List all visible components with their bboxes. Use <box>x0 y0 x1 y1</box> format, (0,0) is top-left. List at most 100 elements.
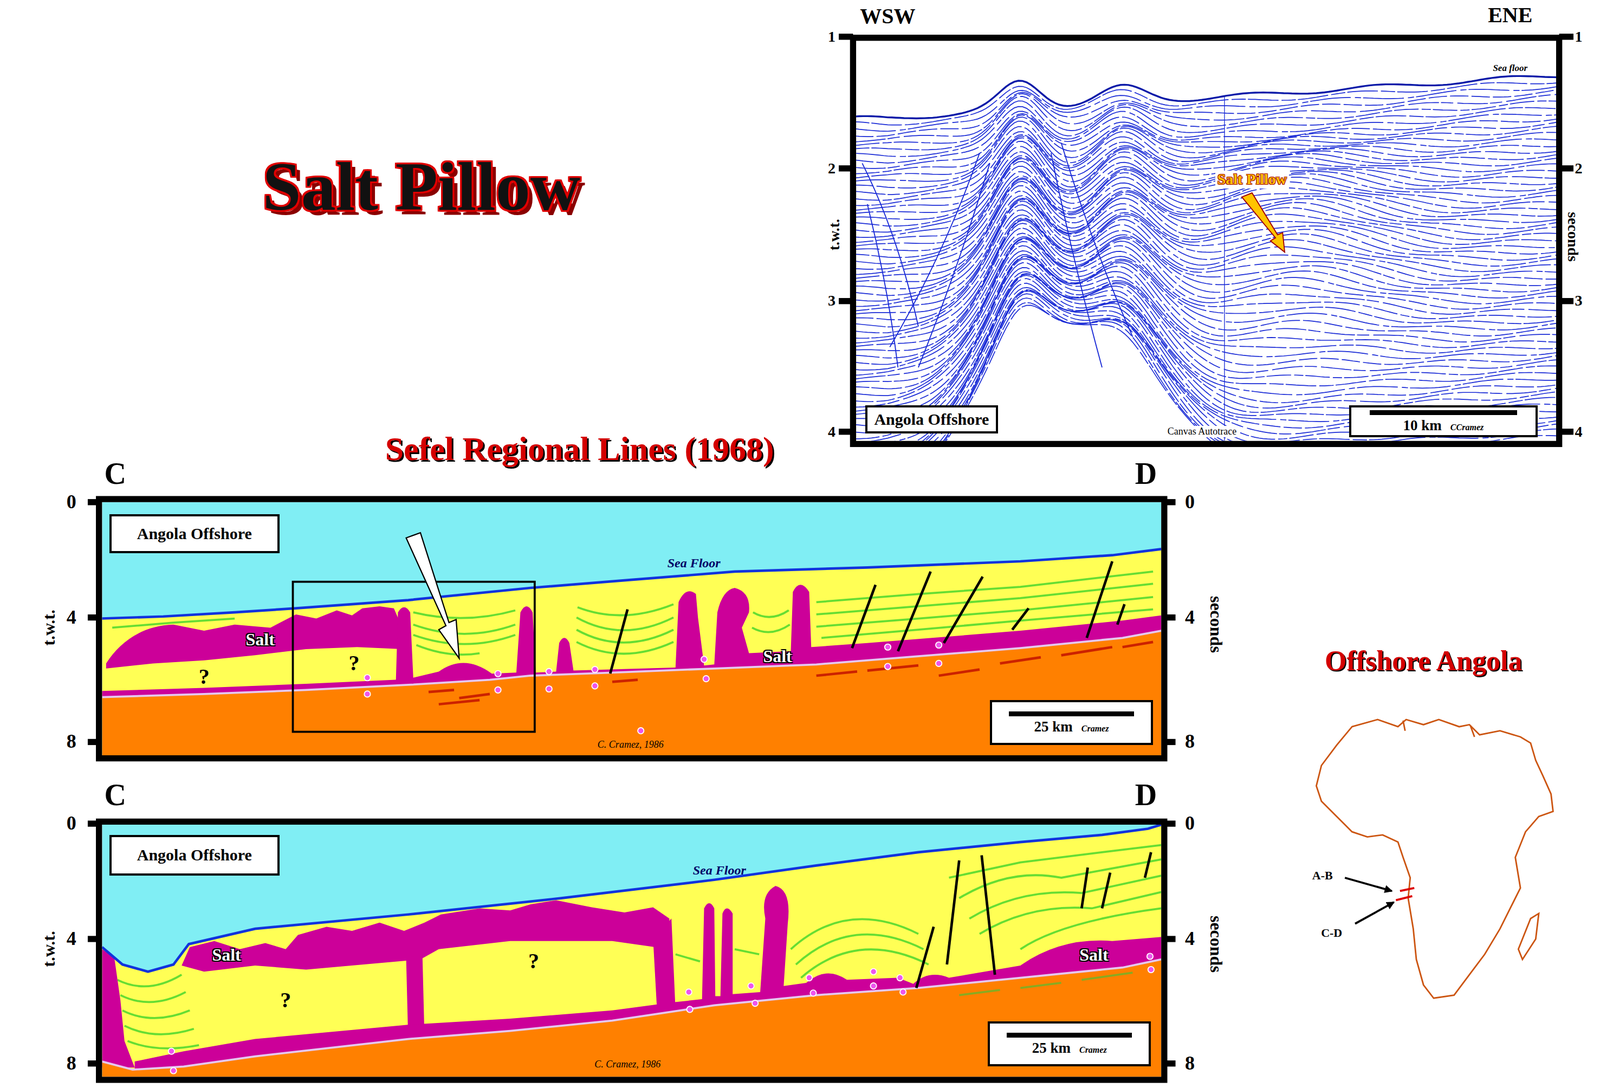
unit-label: Salt <box>762 646 792 667</box>
axis-number: 2 <box>1574 159 1583 178</box>
seismic-panel <box>838 33 1574 495</box>
reflector <box>856 287 1557 442</box>
reflector <box>856 302 1557 441</box>
reflector <box>856 161 1557 246</box>
reflector <box>856 135 1557 206</box>
unit-label: Salt <box>211 944 241 965</box>
reflector <box>856 289 1557 442</box>
scale-value: 10 km <box>1403 417 1442 434</box>
reflector <box>856 223 1557 347</box>
reflector <box>856 191 1557 289</box>
reflector <box>856 82 1557 126</box>
reflector <box>856 245 1557 382</box>
scale-row: 25 kmCramez <box>1032 1039 1107 1057</box>
reflector <box>856 217 1557 333</box>
reflector <box>856 305 1557 441</box>
reflector <box>856 220 1557 343</box>
author-tag: Cramez <box>1081 723 1110 734</box>
main-title: Salt Pillow <box>262 148 581 225</box>
reflector <box>856 209 1557 320</box>
axis-number: 8 <box>1184 730 1195 753</box>
reflector <box>856 228 1557 351</box>
axis-number: 0 <box>1184 490 1195 514</box>
axis-number: 8 <box>1184 1052 1195 1075</box>
axis-number: 4 <box>1184 927 1195 950</box>
line-end: D <box>1135 777 1157 813</box>
reflector <box>856 238 1557 371</box>
axis-title: seconds <box>1564 211 1582 262</box>
label-box: Angola Offshore <box>109 834 281 876</box>
reflector <box>856 114 1557 174</box>
reflector <box>856 239 1557 376</box>
reflector <box>856 198 1557 302</box>
axis-title: t.w.t. <box>39 609 60 646</box>
reflector <box>856 89 1557 137</box>
axis-number: 0 <box>66 812 77 835</box>
reflector <box>856 181 1557 279</box>
reflector <box>856 275 1557 442</box>
credit-note: C. Cramez, 1986 <box>597 739 664 751</box>
reflector <box>856 298 1557 442</box>
credit-note: Canvas Autotrace <box>1166 425 1239 438</box>
reflector <box>856 185 1557 282</box>
unknown-mark: ? <box>348 650 360 676</box>
line-end: C <box>104 777 127 813</box>
scale-bar <box>1008 711 1135 717</box>
reflector <box>856 137 1557 211</box>
label-box: Angola Offshore <box>109 514 281 554</box>
reflector <box>856 100 1557 150</box>
direction-label: WSW <box>859 3 916 29</box>
axis-number: 4 <box>1574 423 1583 441</box>
reflector <box>856 218 1557 339</box>
box-label: Angola Offshore <box>873 410 989 429</box>
unit-label: Salt <box>245 629 275 650</box>
axis-number: 3 <box>827 292 836 310</box>
unknown-mark: ? <box>528 948 540 974</box>
horizon-label: Sea Floor <box>667 555 721 572</box>
axis-title: seconds <box>1206 915 1227 973</box>
scale-box: 25 km Cramez <box>989 700 1153 746</box>
credit-note: C. Cramez, 1986 <box>594 1058 661 1071</box>
axis-number: 4 <box>827 423 836 441</box>
reflector <box>856 155 1557 232</box>
axis-number: 8 <box>66 730 77 753</box>
scale-box: 10 km CCramez <box>1349 405 1538 438</box>
axis-number: 1 <box>1574 28 1583 46</box>
label-box: Angola Offshore <box>865 405 999 434</box>
cross-section <box>87 499 1176 759</box>
line-id: A-B <box>1312 868 1333 883</box>
unknown-mark: ? <box>280 987 291 1013</box>
axis-title: t.w.t. <box>825 218 844 251</box>
reflector <box>856 111 1557 164</box>
seismic-diffractions <box>862 96 1225 442</box>
axis-number: 1 <box>827 28 836 46</box>
unknown-mark: ? <box>198 664 210 690</box>
author-tag: CCramez <box>1450 422 1484 433</box>
reflector <box>856 290 1557 441</box>
axis-number: 4 <box>1184 606 1195 629</box>
cross-section <box>87 820 1176 1080</box>
box-label: Angola Offshore <box>137 524 252 543</box>
scale-value: 25 km <box>1033 718 1073 736</box>
seismic-reflectors <box>856 75 1557 441</box>
direction-label: ENE <box>1487 2 1533 28</box>
axis-number: 3 <box>1574 292 1583 310</box>
scale-row: 10 km CCramez <box>1403 417 1485 434</box>
reflector <box>856 256 1557 407</box>
reflector <box>856 179 1557 275</box>
map-title: Offshore Angola <box>1324 644 1523 678</box>
horizon-label: Sea Floor <box>692 863 747 879</box>
reflector <box>856 290 1557 442</box>
reflector <box>856 86 1557 132</box>
pointer-arrow <box>1241 192 1285 252</box>
axis-number: 0 <box>1184 812 1195 835</box>
reflector <box>856 134 1557 201</box>
scale-bar <box>1369 410 1518 416</box>
axis-ticks <box>838 33 1574 435</box>
line-id: C-D <box>1320 925 1343 940</box>
axis-number: 2 <box>827 159 836 178</box>
horizon-label: Sea floor <box>1491 62 1530 74</box>
author-tag: Cramez <box>1079 1045 1107 1055</box>
africa-map <box>1316 719 1553 999</box>
scale-bar <box>1006 1032 1133 1038</box>
